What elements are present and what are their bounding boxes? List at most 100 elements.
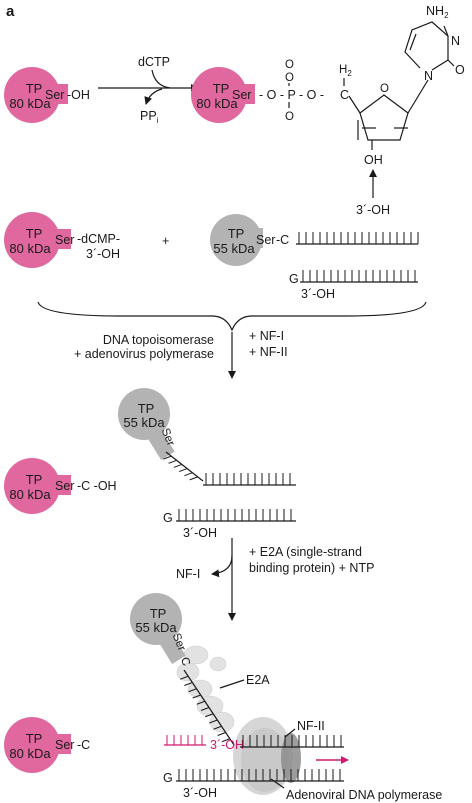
base-tick: [189, 476, 198, 481]
tp-kda-label: 55 kDa: [123, 415, 165, 430]
plus-sign: +: [162, 234, 169, 248]
step3-right-2: + NF-II: [249, 345, 288, 359]
nf1-label: NF-I: [176, 567, 200, 581]
c5-label: C: [340, 88, 349, 102]
polymerase-pointer: [270, 778, 285, 789]
row-2: TP 80 kDa Ser -dCMP- 3´-OH + TP 55 kDa S…: [4, 212, 419, 301]
tp-label: TP: [150, 606, 167, 621]
h2-main: H: [339, 64, 347, 76]
strand-backbone: [165, 451, 204, 482]
strand-oh-label: 3´-OH: [301, 287, 335, 301]
base-tick: [209, 719, 218, 724]
base-tick: [204, 713, 214, 718]
attack-label: 3´-OH: [356, 203, 390, 217]
tp-80-circle: [4, 717, 60, 773]
tp-kda-label: 80 kDa: [9, 746, 51, 761]
tp-label: TP: [26, 226, 43, 241]
new-strand: [164, 735, 206, 746]
strand-oh-label: 3´-OH: [183, 526, 217, 540]
displaced-strand: [179, 669, 235, 746]
glycosidic-bond: [407, 79, 429, 114]
ribose-ring: [359, 94, 409, 141]
n1-label: N: [424, 69, 433, 83]
base-tick: [184, 682, 193, 686]
base-tick: [200, 707, 210, 711]
step-5: NF-I + E2A (single-strand binding protei…: [176, 538, 374, 621]
c2-oxygen: O: [455, 63, 465, 77]
tp-label: TP: [26, 472, 43, 487]
tp-80-protein: TP 80 kDa: [4, 212, 60, 268]
dcmp-oh-label: 3´-OH: [86, 247, 120, 261]
step5-right-1: + E2A (single-strand: [249, 545, 362, 559]
base-tick: [217, 732, 226, 736]
panel-label: a: [6, 3, 15, 20]
ser-oh-label: -OH: [67, 88, 90, 102]
tp-kda-label: 55 kDa: [135, 620, 177, 635]
c4-n-bond: [443, 25, 449, 37]
displaced-strand: [163, 451, 204, 482]
base-tick: [178, 468, 188, 473]
tp-80-protein: TP 80 kDa: [4, 717, 60, 773]
nh2-main: NH: [426, 4, 444, 18]
parental-strand-top: [203, 473, 296, 486]
base-tick: [163, 455, 172, 460]
e2a-protein: [176, 645, 235, 733]
pp-curve: [144, 88, 163, 105]
brace: [37, 301, 427, 332]
tp-80-protein: TP 80 kDa: [4, 67, 60, 123]
template-strand-top: [296, 232, 419, 245]
nf2-label: NF-II: [297, 719, 325, 733]
dctp-curve: [151, 69, 171, 89]
tp-label: TP: [228, 226, 245, 241]
base-tick: [168, 459, 177, 464]
e2a-pointer: [219, 679, 245, 689]
tp-80-circle: [4, 67, 60, 123]
tp-kda-label: 80 kDa: [9, 487, 51, 502]
row-4: TP 55 kDa Ser TP 80 kDa Ser -C -OH G 3´-…: [4, 388, 296, 540]
template-strand-bottom: [300, 270, 418, 283]
nh2-label: NH2: [426, 4, 449, 20]
e2a-label: E2A: [246, 673, 270, 687]
n3-label: N: [451, 34, 460, 48]
ser-label: Ser: [55, 479, 74, 493]
g-label: G: [289, 272, 299, 286]
ser-c-label: -C: [77, 738, 90, 752]
nf2-pointer: [284, 728, 296, 738]
ppi-sub: i: [157, 116, 159, 125]
tp-55-protein: TP 55 kDa: [118, 388, 170, 440]
nh2-sub: 2: [444, 11, 449, 20]
tp-80-circle-product: [191, 67, 247, 123]
tp-label: TP: [138, 401, 155, 416]
step3-left-1: DNA topoisomerase: [103, 333, 214, 347]
ppi-label: PPi: [140, 109, 159, 125]
h2-label: H2: [339, 64, 352, 78]
tp-55-circle: [118, 388, 170, 440]
c2-o-bond: [447, 59, 455, 67]
phosphate-linker: - O - P - O -: [259, 88, 324, 102]
parental-strand-top: [240, 735, 344, 748]
parental-strand-bottom: [176, 509, 296, 522]
tp-label: TP: [26, 81, 43, 96]
new-strand-oh: 3´-OH: [210, 738, 244, 752]
polymerase-label: Adenoviral DNA polymerase: [286, 788, 442, 802]
dcmp-label: -dCMP-: [77, 232, 120, 246]
oh-label: OH: [364, 153, 383, 167]
cytosine-double-bond: [409, 33, 417, 51]
ser-label: Ser: [55, 738, 74, 752]
ser-label-55: Ser: [256, 233, 275, 247]
base-tick: [196, 700, 206, 705]
base-tick: [173, 463, 183, 468]
tp-kda-label: 80 kDa: [9, 241, 51, 256]
o-top-2: O: [285, 59, 294, 71]
dctp-label: dCTP: [138, 55, 170, 69]
strand-oh-label: 3´-OH: [183, 786, 217, 800]
tp-80-circle: [4, 212, 60, 268]
step5-right-2: binding protein) + NTP: [249, 561, 374, 575]
h2-sub: 2: [347, 69, 352, 78]
tp-kda-label: 80 kDa: [196, 96, 238, 111]
ser-c-label: -C: [276, 233, 289, 247]
nf2-protein: [281, 733, 301, 783]
parental-strand-bottom: [176, 769, 344, 782]
ser-tab-diagonal: [156, 630, 186, 664]
